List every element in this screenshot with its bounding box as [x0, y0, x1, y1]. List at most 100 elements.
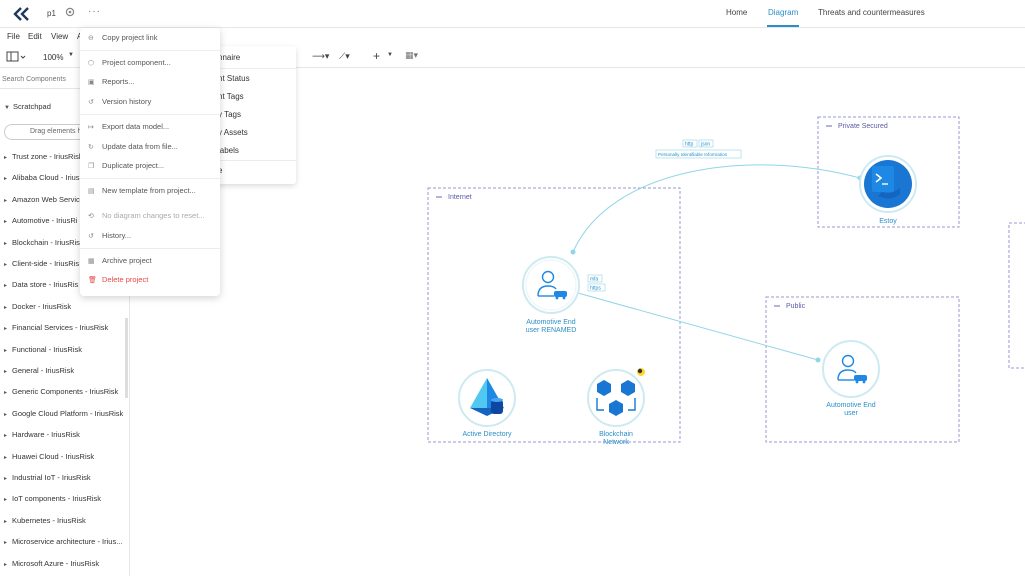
- submenu-item[interactable]: e: [218, 166, 223, 175]
- dataflow-user-to-public-user[interactable]: [577, 292, 819, 361]
- menu-item-copy-project-link[interactable]: ⊖Copy project link: [88, 33, 157, 42]
- component-category-item[interactable]: ▸Client-side - IriusRis: [4, 259, 126, 268]
- menu-item-update-data-from-file[interactable]: ↻Update data from file...: [88, 142, 178, 151]
- chevron-right-icon: ▸: [4, 326, 8, 333]
- chevron-right-icon: ▸: [4, 155, 8, 161]
- component-category-item[interactable]: ▸Google Cloud Platform - IriusRisk: [4, 409, 126, 418]
- menu-item-label: Version history: [102, 97, 152, 106]
- component-category-item[interactable]: ▸Hardware - IriusRisk: [4, 430, 126, 439]
- node-estoy[interactable]: Estoy: [859, 155, 917, 225]
- submenu-item[interactable]: y Assets: [218, 128, 248, 137]
- component-category-item[interactable]: ▸Docker - IriusRisk: [4, 302, 126, 311]
- menu-item-label: Duplicate project...: [102, 161, 165, 170]
- trust-zone-offscreen[interactable]: [1008, 222, 1025, 369]
- trust-zone-internet[interactable]: Internet: [427, 187, 681, 443]
- submenu-item[interactable]: nt Status: [218, 74, 250, 83]
- chevron-right-icon: ▸: [4, 369, 8, 375]
- menu-item-reports[interactable]: ▣Reports...: [88, 77, 135, 86]
- add-chevron-icon[interactable]: ▼: [387, 52, 393, 58]
- divider: [196, 160, 296, 161]
- menu-item-duplicate-project[interactable]: ❐Duplicate project...: [88, 161, 164, 170]
- component-category-label: Automotive - IriusRi: [12, 216, 78, 226]
- component-category-item[interactable]: ▸Data store - IriusRis: [4, 280, 126, 289]
- search-components-input[interactable]: [2, 72, 78, 86]
- zone-label-public: Public: [786, 303, 806, 310]
- flow-tags-mid[interactable]: mfa https: [587, 274, 606, 292]
- report-icon: ▣: [88, 79, 95, 86]
- chevron-right-icon: ▸: [4, 454, 8, 461]
- menu-item-delete-project[interactable]: 🗑Delete project: [88, 275, 148, 284]
- component-category-item[interactable]: ▸Microservice architecture - Irius...: [4, 537, 126, 546]
- submenu-item[interactable]: nt Tags: [218, 92, 244, 101]
- scratchpad-drop-zone[interactable]: Drag elements h: [4, 124, 90, 140]
- menu-item-label: Copy project link: [102, 33, 158, 42]
- component-category-label: Hardware - IriusRisk: [12, 430, 80, 440]
- menu-more[interactable]: A: [77, 32, 82, 41]
- menu-item-no-diagram-changes-to-reset: ⟲No diagram changes to reset...: [88, 211, 205, 220]
- tab-diagram[interactable]: Diagram: [768, 8, 799, 17]
- layout-toggle-icon[interactable]: [6, 51, 26, 63]
- component-category-item[interactable]: ▸Trust zone - IriusRisk: [4, 152, 126, 161]
- component-category-item[interactable]: ▸IoT components - IriusRisk: [4, 494, 126, 503]
- zoom-chevron-icon[interactable]: ▼: [68, 52, 74, 58]
- component-category-item[interactable]: ▸Amazon Web Services: [4, 195, 126, 204]
- component-category-item[interactable]: ▸Financial Services - IriusRisk: [4, 323, 126, 332]
- submenu-item[interactable]: nnaire: [218, 53, 241, 62]
- menu-item-project-component[interactable]: ⬡Project component...: [88, 58, 171, 67]
- node-blockchain-network[interactable]: Blockchain Network: [587, 367, 646, 447]
- more-options-icon[interactable]: ···: [88, 6, 101, 17]
- chevron-right-icon: ▸: [4, 197, 8, 204]
- component-category-item[interactable]: ▸Huawei Cloud - IriusRisk: [4, 452, 126, 461]
- component-category-item[interactable]: ▸Microsoft Azure - IriusRisk: [4, 559, 126, 568]
- scratchpad-header[interactable]: ▼Scratchpad: [4, 102, 51, 111]
- menu-item-version-history[interactable]: ↺Version history: [88, 97, 151, 106]
- add-icon[interactable]: +: [373, 49, 381, 63]
- menu-item-label: Project component...: [102, 58, 171, 67]
- submenu-item[interactable]: y Tags: [218, 110, 241, 119]
- flow-tag-pii: Personally Identifiable Information: [658, 152, 728, 157]
- component-category-item[interactable]: ▸Functional - IriusRisk: [4, 345, 126, 354]
- menu-item-new-template-from-project[interactable]: ▤New template from project...: [88, 186, 196, 195]
- user-icon: [541, 270, 555, 284]
- node-automotive-end-user[interactable]: Automotive End user: [822, 340, 880, 417]
- connector-arrow-icon[interactable]: ⟶▾: [312, 51, 330, 61]
- trust-zone-public[interactable]: Public: [765, 296, 960, 443]
- menu-view[interactable]: View: [51, 32, 69, 41]
- component-category-item[interactable]: ▸Alibaba Cloud - IriusR: [4, 173, 126, 182]
- component-category-label: Google Cloud Platform - IriusRisk: [12, 408, 124, 418]
- component-category-label: Client-side - IriusRis: [12, 259, 80, 268]
- component-category-label: Industrial IoT - IriusRisk: [12, 473, 91, 482]
- line-style-icon[interactable]: ⟋▾: [339, 51, 350, 61]
- submenu-item[interactable]: labels: [218, 146, 239, 155]
- node-active-directory[interactable]: Active Directory: [458, 369, 516, 438]
- project-name[interactable]: p1: [47, 9, 56, 18]
- component-category-item[interactable]: ▸Generic Components - IriusRisk: [4, 387, 126, 396]
- flow-tag: https: [590, 286, 601, 292]
- component-category-item[interactable]: ▸Industrial IoT - IriusRisk: [4, 473, 126, 482]
- menu-item-export-data-model[interactable]: ↦Export data model...: [88, 122, 169, 131]
- collapse-logo-icon[interactable]: [12, 6, 32, 22]
- component-category-item[interactable]: ▸Blockchain - IriusRisk: [4, 238, 126, 247]
- menu-item-archive-project[interactable]: ▦Archive project: [88, 256, 152, 265]
- gear-icon[interactable]: [64, 6, 76, 18]
- grid-icon[interactable]: ▦▾: [405, 50, 419, 60]
- component-category-item[interactable]: ▸Automotive - IriusRi: [4, 216, 126, 225]
- menu-file[interactable]: File: [7, 32, 20, 41]
- node-automotive-end-user-renamed[interactable]: Automotive End user RENAMED: [522, 256, 580, 334]
- sidebar-scrollbar[interactable]: [125, 318, 128, 398]
- trust-zone-private-secured[interactable]: Private Secured: [817, 116, 960, 228]
- tab-home[interactable]: Home: [726, 8, 748, 17]
- component-category-item[interactable]: ▸Kubernetes - IriusRisk: [4, 516, 126, 525]
- zoom-level[interactable]: 100%: [43, 53, 64, 62]
- menu-item-history[interactable]: ↺History...: [88, 231, 131, 240]
- tab-threats[interactable]: Threats and countermeasures: [818, 8, 925, 17]
- dataflow-user-to-estoy[interactable]: [572, 164, 861, 253]
- refresh-icon: ↻: [88, 144, 94, 151]
- flow-tags-top[interactable]: http json Personally Identifiable Inform…: [655, 139, 742, 159]
- menu-edit[interactable]: Edit: [28, 32, 42, 41]
- component-category-item[interactable]: ▸General - IriusRisk: [4, 366, 126, 375]
- diagram-canvas[interactable]: Private Secured Internet Public http jso…: [130, 68, 1025, 576]
- component-category-label: Docker - IriusRisk: [12, 301, 72, 311]
- toolbar: 100% ▼ ⟶▾ ⟋▾ + ▼ ▦▾: [0, 46, 1025, 68]
- node-label: user RENAMED: [526, 327, 577, 334]
